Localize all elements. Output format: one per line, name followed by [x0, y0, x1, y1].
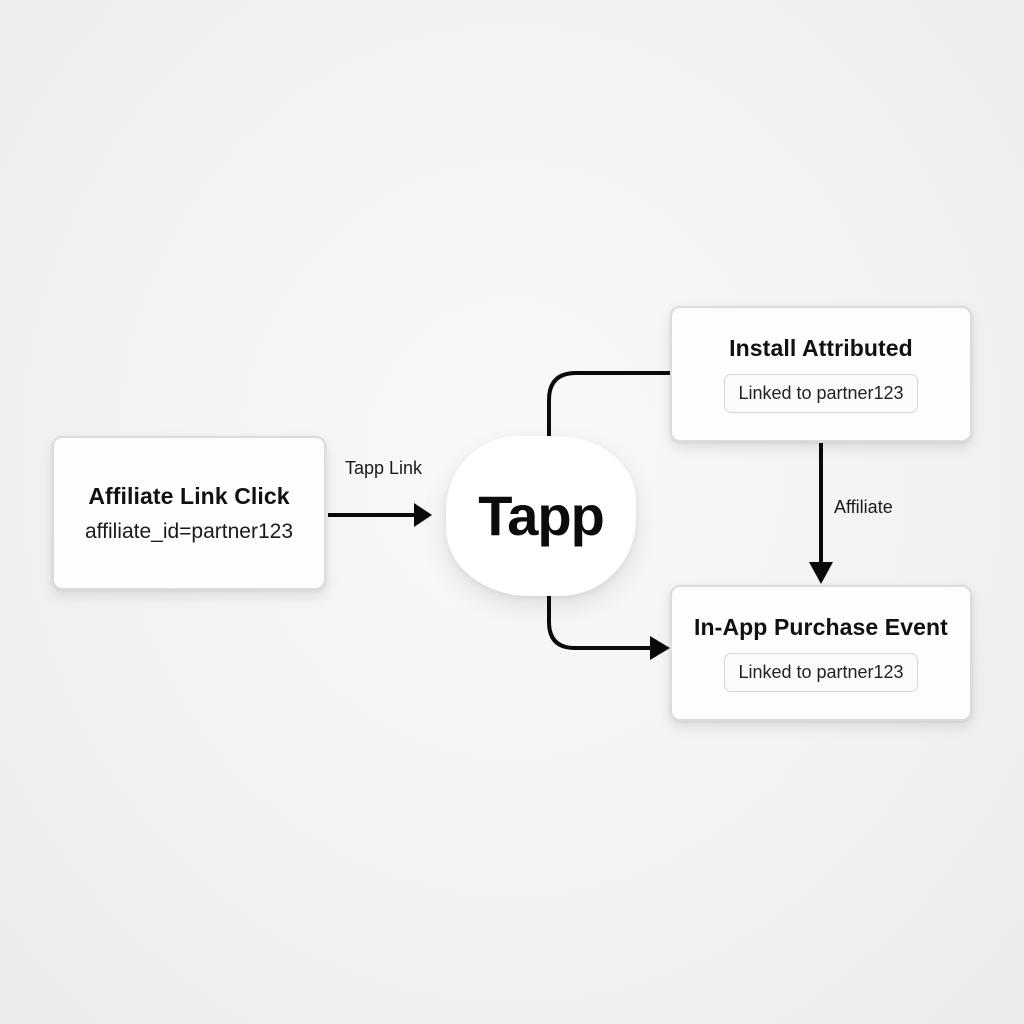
tapp-hub: Tapp	[446, 436, 636, 596]
linked-partner-badge: Linked to partner123	[724, 374, 918, 413]
arrow-install-to-purchase	[809, 443, 833, 584]
node-title: In-App Purchase Event	[694, 614, 948, 640]
node-title: Install Attributed	[729, 335, 913, 361]
tapp-logo: Tapp	[478, 483, 605, 547]
arrow-source-to-hub	[328, 503, 432, 527]
edge-label-affiliate: Affiliate	[834, 497, 893, 517]
node-title: Affiliate Link Click	[88, 482, 290, 509]
connector-hub-to-install	[547, 371, 672, 438]
node-affiliate-link-click: Affiliate Link Click affiliate_id=partne…	[52, 436, 326, 590]
node-in-app-purchase-event: In-App Purchase Event Linked to partner1…	[670, 585, 972, 721]
node-install-attributed: Install Attributed Linked to partner123	[670, 306, 972, 442]
linked-partner-badge: Linked to partner123	[724, 653, 918, 692]
edge-label-tapp-link: Tapp Link	[345, 458, 423, 478]
arrow-hub-to-purchase	[547, 594, 670, 660]
affiliate-id-text: affiliate_id=partner123	[84, 519, 294, 543]
